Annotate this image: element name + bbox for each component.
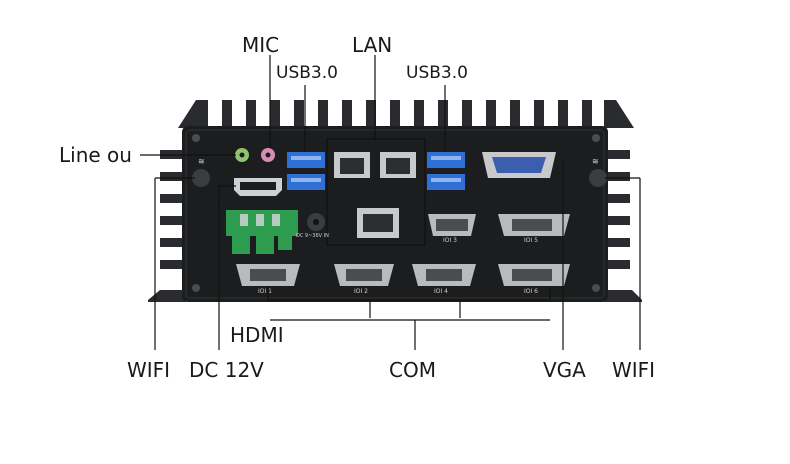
svg-text:≋: ≋ (592, 157, 599, 166)
label-hdmi: HDMI (230, 323, 284, 347)
wifi-antenna-right (589, 169, 607, 187)
wifi-antenna-left (192, 169, 210, 187)
label-dc: DC 12V (189, 358, 264, 382)
label-wifi-left: WIFI (127, 358, 171, 382)
label-lan: LAN (352, 33, 393, 57)
label-wifi-right: WIFI (612, 358, 656, 382)
leader-lines (140, 55, 641, 350)
label-com: COM (389, 358, 436, 382)
svg-text:≋: ≋ (198, 157, 205, 166)
label-usb-right: USB3.0 (406, 63, 468, 83)
label-mic: MIC (242, 33, 280, 57)
com3-mark: IOI 3 (443, 237, 457, 244)
heatsink-fins (178, 100, 634, 128)
label-usb-left: USB3.0 (276, 63, 338, 83)
com-ports (236, 214, 570, 286)
com5-mark: IOI 5 (524, 237, 538, 244)
com1-mark: IOI 1 (258, 288, 272, 295)
com6-mark: IOI 6 (524, 288, 538, 295)
label-line-out: Line ou (59, 143, 132, 167)
com2-mark: IOI 2 (354, 288, 368, 295)
label-vga: VGA (543, 358, 586, 382)
lan-box (326, 138, 426, 246)
dc-spec-mark: DC 9~36V IN (296, 233, 329, 239)
com4-mark: IOI 4 (434, 288, 448, 295)
